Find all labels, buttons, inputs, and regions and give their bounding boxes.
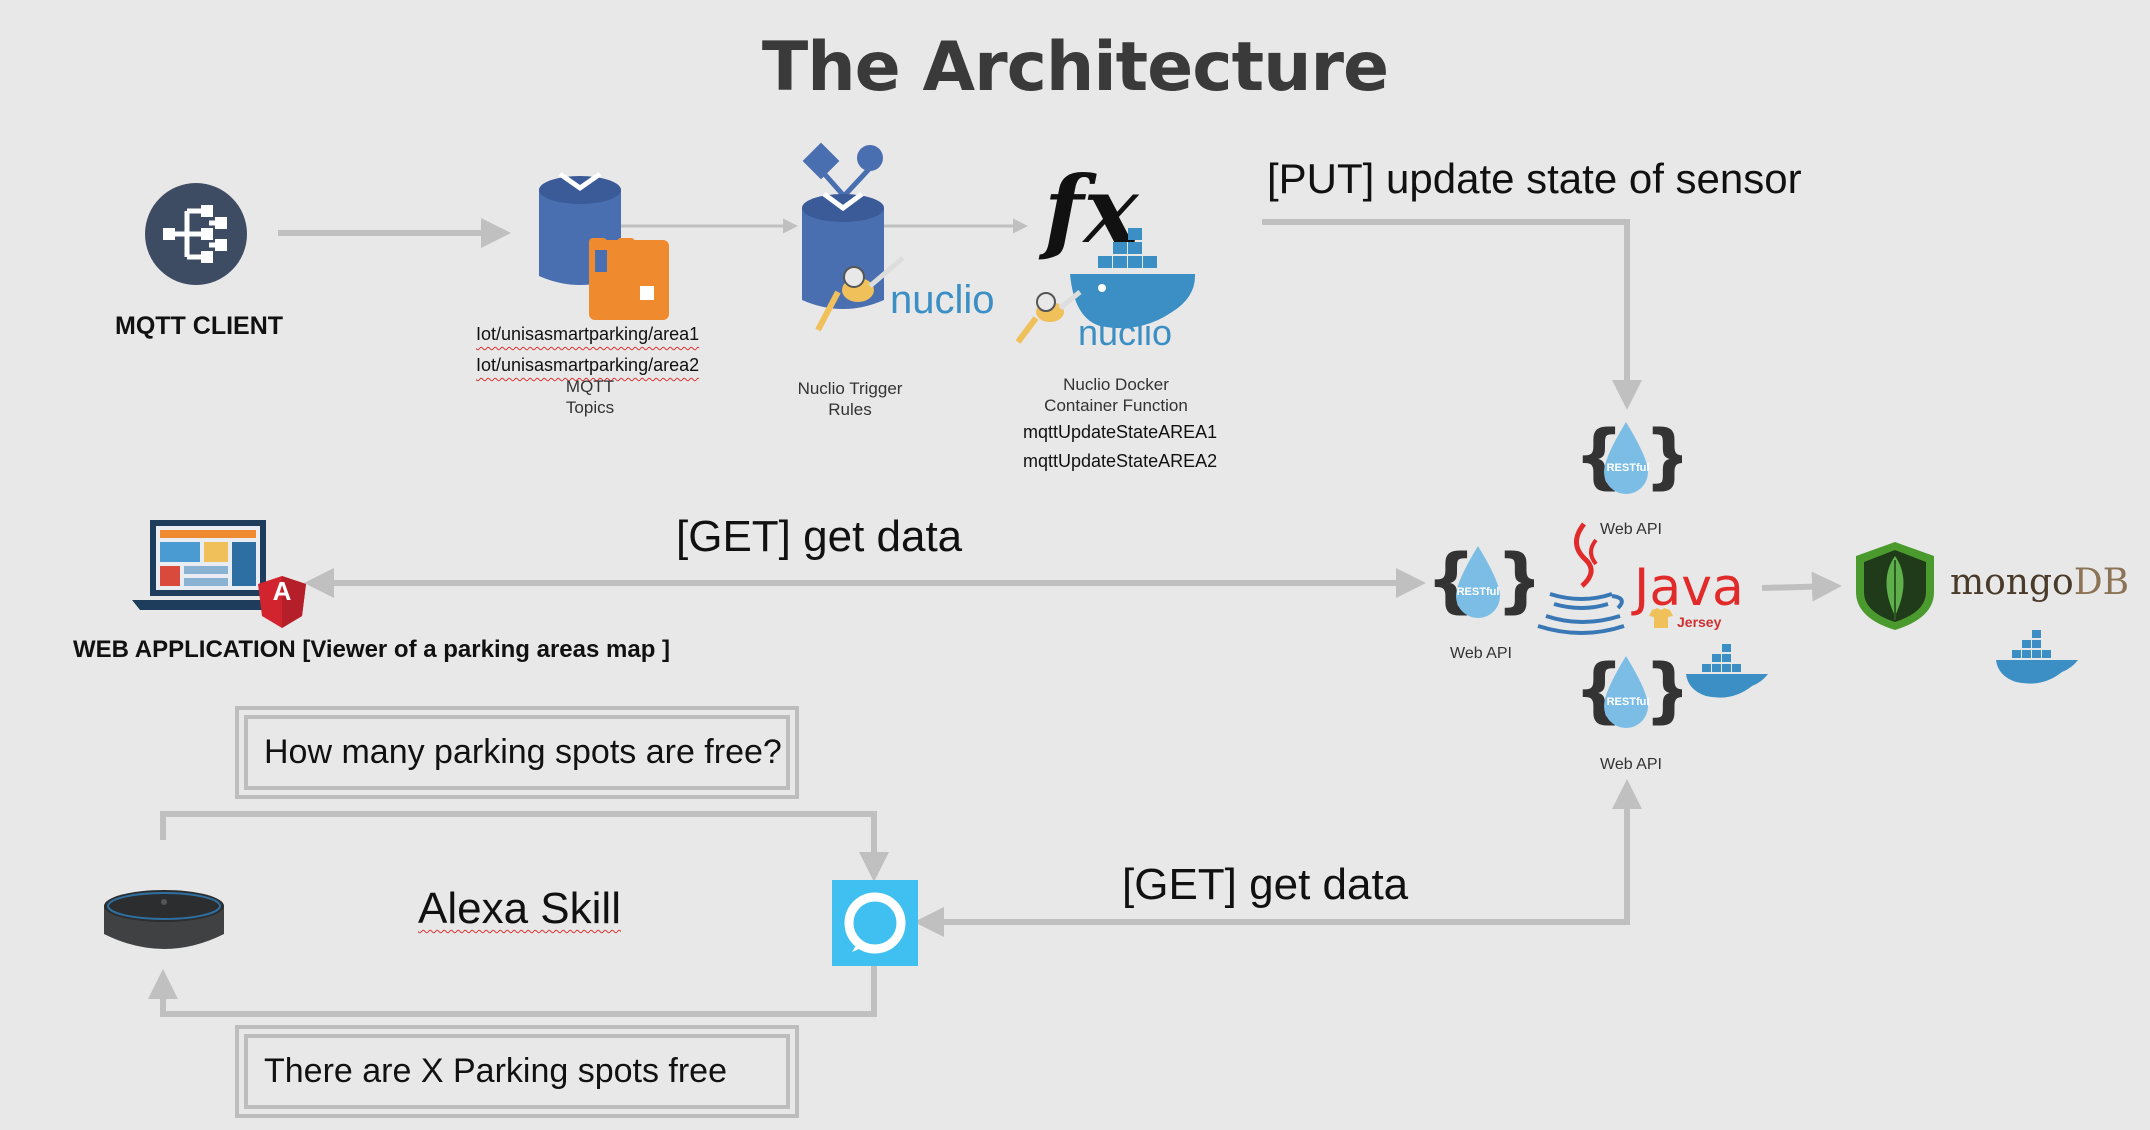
rabbitmq-queue-icon bbox=[539, 171, 669, 320]
restful-text-bottom: RESTful bbox=[1606, 696, 1650, 708]
get-label-web: [GET] get data bbox=[676, 512, 963, 561]
alexa-question-box: How many parking spots are free? bbox=[235, 706, 799, 799]
mqtt-topic-area1: Iot/unisasmartparking/area1 bbox=[476, 324, 700, 344]
function-area1: mqttUpdateStateAREA1 bbox=[1023, 422, 1218, 442]
java-text: Java bbox=[1634, 558, 1744, 618]
nuclio-brand-2: nuclio bbox=[1078, 312, 1173, 353]
arrow-put-to-api bbox=[1262, 219, 1642, 410]
web-api-top-label: Web API bbox=[1600, 521, 1662, 538]
nuclio-function-caption-line1: Nuclio Docker bbox=[1063, 375, 1169, 394]
astronaut-icon bbox=[815, 256, 905, 332]
echo-dot-icon bbox=[104, 890, 224, 949]
arrow-alexa-get bbox=[914, 779, 1642, 937]
laptop-angular-icon bbox=[132, 520, 306, 628]
arrow-java-to-mongo bbox=[1761, 571, 1842, 602]
docker-whale-mongo-icon bbox=[1996, 630, 2078, 684]
mqtt-topics-caption-line2: Topics bbox=[565, 398, 615, 417]
web-api-left-label: Web API bbox=[1450, 645, 1512, 662]
java-cup-icon bbox=[1537, 522, 1625, 635]
mongodb-text-db: DB bbox=[2073, 562, 2130, 603]
mqtt-hub-icon bbox=[145, 183, 247, 285]
mongodb-text: mongoDB bbox=[1950, 562, 2129, 603]
web-app-label: WEB APPLICATION [Viewer of a parking are… bbox=[73, 636, 671, 663]
put-label: [PUT] update state of sensor bbox=[1267, 155, 1802, 202]
mqtt-topics-caption-line1: MQTT bbox=[565, 377, 615, 396]
alexa-question: How many parking spots are free? bbox=[264, 733, 782, 771]
alexa-answer-text: There are X Parking spots free bbox=[244, 1034, 790, 1109]
nuclio-brand-1: nuclio bbox=[890, 278, 995, 322]
docker-function-icon bbox=[1015, 228, 1196, 344]
jersey-text: Jersey bbox=[1677, 614, 1722, 630]
alexa-answer-box: There are X Parking spots free bbox=[235, 1025, 799, 1118]
alexa-question-text: How many parking spots are free? bbox=[244, 715, 790, 790]
alexa-ring-icon bbox=[832, 880, 918, 966]
arrow-echo-to-alexa bbox=[160, 811, 889, 882]
nuclio-trigger-caption-line2: Rules bbox=[828, 400, 872, 419]
restful-text-top: RESTful bbox=[1606, 462, 1650, 474]
restful-api-bottom: { } bbox=[1574, 652, 1682, 731]
mongodb-text-mongo: mongo bbox=[1950, 562, 2074, 603]
page-title: The Architecture bbox=[761, 28, 1389, 107]
arrow-alexa-to-echo bbox=[148, 962, 877, 1017]
svg-text:}: } bbox=[1496, 542, 1534, 621]
mqtt-client-label: MQTT CLIENT bbox=[115, 312, 284, 340]
web-api-bottom-label: Web API bbox=[1600, 756, 1662, 773]
docker-whale-icon bbox=[1686, 644, 1768, 698]
mqtt-topic-area2: Iot/unisasmartparking/area2 bbox=[476, 355, 700, 375]
mongodb-leaf-icon bbox=[1856, 542, 1934, 630]
nuclio-trigger-icon bbox=[802, 142, 905, 332]
nuclio-trigger-caption: Nuclio Trigger Rules bbox=[780, 378, 920, 420]
nuclio-function-caption-line2: Container Function bbox=[1044, 396, 1188, 415]
restful-api-left: { } bbox=[1426, 542, 1534, 621]
function-area2: mqttUpdateStateAREA2 bbox=[1023, 451, 1218, 471]
svg-text:}: } bbox=[1644, 418, 1682, 497]
restful-text-left: RESTful bbox=[1456, 586, 1500, 598]
svg-text:}: } bbox=[1644, 652, 1682, 731]
nuclio-function-caption: Nuclio Docker Container Function bbox=[1016, 374, 1216, 416]
restful-api-top: { } bbox=[1574, 418, 1682, 497]
mqtt-topics-caption: MQTT Topics bbox=[520, 376, 660, 418]
get-label-alexa: [GET] get data bbox=[1122, 860, 1409, 909]
jersey-shirt-icon bbox=[1649, 608, 1673, 628]
nuclio-trigger-caption-line1: Nuclio Trigger bbox=[797, 379, 903, 398]
alexa-skill-label: Alexa Skill bbox=[418, 884, 621, 933]
alexa-answer: There are X Parking spots free bbox=[264, 1052, 728, 1090]
angular-letter: A bbox=[272, 576, 292, 606]
